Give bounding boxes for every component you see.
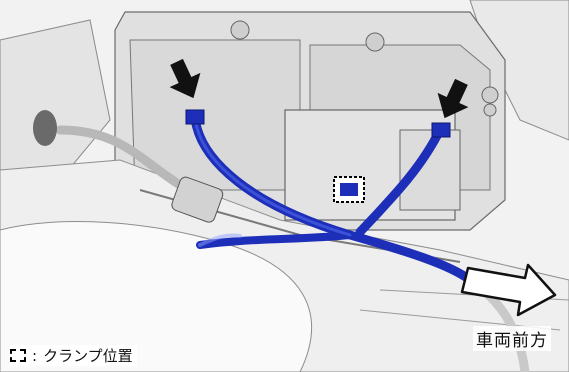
connector-pointer-arrow-icon <box>437 78 469 119</box>
left-connector <box>185 109 205 125</box>
inline-connector <box>171 176 224 223</box>
right-connector <box>431 122 451 138</box>
grey-cable <box>55 125 185 190</box>
bolt <box>230 20 250 40</box>
left-body-panel <box>0 19 111 191</box>
legend-text: クランプ位置 <box>43 347 133 365</box>
bolt <box>481 86 499 104</box>
bolt <box>483 103 497 117</box>
connector-pointer-arrow-icon <box>169 58 201 99</box>
clamp-position-marker-icon <box>333 176 365 203</box>
grommet <box>33 110 57 146</box>
vehicle-front-label: 車両前方 <box>473 326 551 351</box>
clamp-legend-icon <box>10 349 26 362</box>
legend-separator: : <box>32 346 38 365</box>
legend: : クランプ位置 <box>10 345 137 366</box>
bolt <box>365 32 385 52</box>
vehicle-front-arrow-icon <box>460 263 557 317</box>
